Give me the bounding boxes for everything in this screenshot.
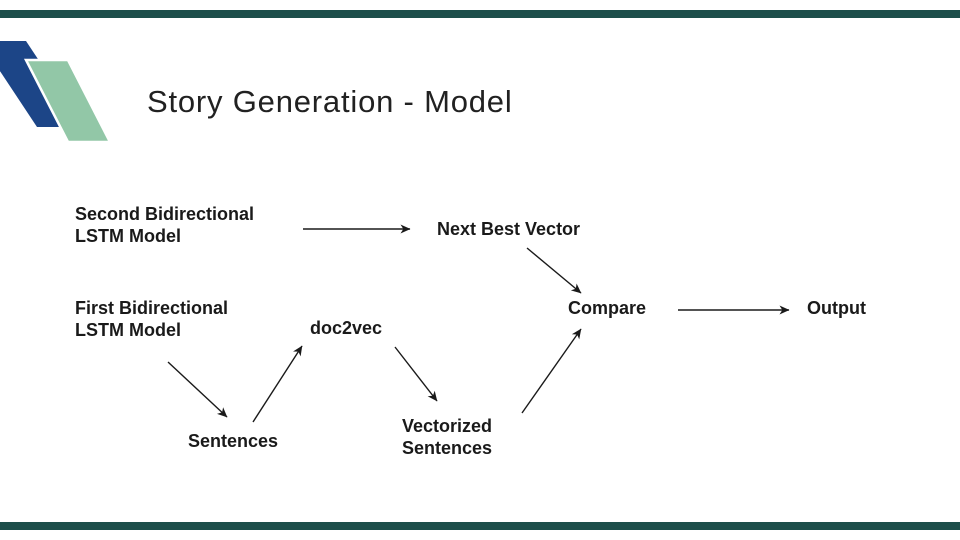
theme-logo	[0, 41, 113, 144]
arrow-doc2vec-to-vectorized-sentences	[394, 346, 438, 402]
node-label-line: Output	[807, 298, 866, 318]
node-label-line: LSTM Model	[75, 226, 181, 246]
node-label-line: Compare	[568, 298, 647, 318]
node-output: Output	[807, 297, 866, 319]
node-label-line: First Bidirectional	[75, 298, 229, 318]
node-label-line: LSTM Model	[75, 320, 181, 340]
node-vectorized-sentences: Vectorized Sentences	[402, 415, 492, 459]
node-label-line: Second Bidirectional	[75, 204, 255, 224]
top-edge-bar	[0, 10, 960, 18]
node-first-lstm: First Bidirectional LSTM Model	[75, 297, 228, 341]
node-label-line: Sentences	[188, 431, 279, 451]
arrow-vectorized-sentences-to-compare	[521, 328, 582, 414]
slide-title: Story Generation - Model	[147, 84, 513, 119]
node-label-line: doc2vec	[310, 318, 383, 338]
node-compare: Compare	[568, 297, 646, 319]
node-doc2vec: doc2vec	[310, 317, 382, 339]
arrow-first-lstm-to-sentences	[167, 361, 228, 418]
node-sentences: Sentences	[188, 430, 278, 452]
node-label-line: Next Best Vector	[437, 219, 581, 239]
node-second-lstm: Second Bidirectional LSTM Model	[75, 203, 254, 247]
node-label-line: Sentences	[402, 438, 493, 458]
arrow-next-best-vector-to-compare	[526, 247, 582, 294]
bottom-edge-bar	[0, 522, 960, 530]
node-label-line: Vectorized	[402, 416, 493, 436]
arrow-sentences-to-doc2vec	[252, 345, 303, 423]
node-next-best-vector: Next Best Vector	[437, 218, 580, 240]
logo-green-ribbon	[23, 58, 113, 144]
